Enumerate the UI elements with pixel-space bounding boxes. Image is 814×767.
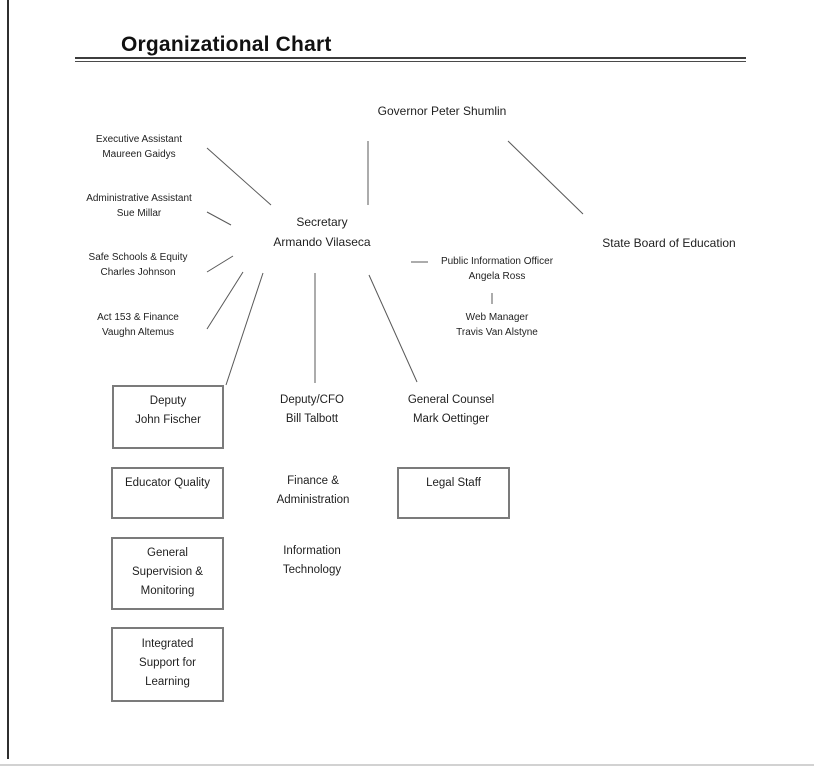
box-integrated-support-line1: Integrated	[141, 638, 194, 650]
node-public-information-officer: Public Information Officer Angela Ross	[441, 254, 553, 284]
node-administrative-assistant-title: Administrative Assistant	[86, 193, 192, 204]
node-governor: Governor Peter Shumlin	[378, 103, 507, 119]
box-general-supervision: General Supervision & Monitoring	[111, 537, 224, 610]
box-deputy: Deputy John Fischer	[112, 385, 224, 449]
box-legal-staff-label: Legal Staff	[426, 477, 481, 489]
node-information-technology: Information Technology	[283, 542, 341, 580]
node-executive-assistant-title: Executive Assistant	[95, 134, 183, 145]
box-educator-quality: Educator Quality	[111, 467, 224, 519]
node-finance-administration-line1: Finance &	[287, 475, 339, 487]
connector-secretary-deputy	[225, 272, 264, 386]
node-secretary: Secretary Armando Vilaseca	[273, 212, 370, 252]
node-finance-administration: Finance & Administration	[277, 472, 350, 510]
node-safe-schools-name: Charles Johnson	[100, 267, 176, 278]
node-general-counsel-name: Mark Oettinger	[412, 413, 490, 425]
node-state-board: State Board of Education	[602, 235, 735, 251]
page-left-border	[7, 0, 9, 759]
box-deputy-name: John Fischer	[135, 414, 201, 426]
node-secretary-title: Secretary	[296, 215, 348, 229]
node-administrative-assistant-name: Sue Millar	[116, 208, 162, 219]
connector-secretary-generalcounsel	[368, 274, 418, 383]
connector-safeschools-secretary	[206, 255, 234, 273]
node-web-manager: Web Manager Travis Van Alstyne	[456, 310, 538, 340]
node-public-information-officer-name: Angela Ross	[468, 271, 526, 282]
box-general-supervision-line3: Monitoring	[140, 585, 195, 597]
node-act-153: Act 153 & Finance Vaughn Altemus	[97, 310, 179, 340]
node-act-153-title: Act 153 & Finance	[97, 312, 179, 323]
node-finance-administration-line2: Administration	[276, 494, 350, 506]
node-information-technology-line1: Information	[283, 545, 341, 557]
box-integrated-support-line3: Learning	[145, 676, 190, 688]
node-deputy-cfo-name: Bill Talbott	[285, 413, 339, 425]
node-executive-assistant-name: Maureen Gaidys	[102, 149, 176, 160]
node-act-153-name: Vaughn Altemus	[101, 327, 175, 338]
node-deputy-cfo-title: Deputy/CFO	[280, 394, 344, 406]
box-educator-quality-label: Educator Quality	[124, 477, 210, 489]
node-executive-assistant: Executive Assistant Maureen Gaidys	[96, 132, 182, 162]
node-general-counsel: General Counsel Mark Oettinger	[408, 391, 494, 429]
box-legal-staff: Legal Staff	[397, 467, 510, 519]
node-web-manager-title: Web Manager	[465, 312, 529, 323]
box-general-supervision-line2: Supervision &	[132, 566, 203, 578]
node-governor-title: Governor Peter Shumlin	[377, 104, 507, 118]
page-title: Organizational Chart	[121, 33, 332, 56]
node-secretary-name: Armando Vilaseca	[273, 235, 371, 249]
page-bottom-edge	[0, 764, 814, 766]
connector-act153-secretary	[206, 271, 244, 330]
box-integrated-support-line2: Support for	[139, 657, 196, 669]
node-public-information-officer-title: Public Information Officer	[440, 256, 554, 267]
title-underline-bottom	[75, 61, 746, 62]
connector-governor-stateboard	[507, 140, 584, 215]
node-deputy-cfo: Deputy/CFO Bill Talbott	[280, 391, 344, 429]
title-underline-top	[75, 57, 746, 59]
box-general-supervision-line1: General	[147, 547, 188, 559]
node-administrative-assistant: Administrative Assistant Sue Millar	[86, 191, 192, 221]
node-general-counsel-title: General Counsel	[407, 394, 495, 406]
connector-adminassistant-secretary	[206, 211, 232, 226]
box-deputy-title: Deputy	[149, 395, 187, 407]
node-web-manager-name: Travis Van Alstyne	[456, 327, 538, 338]
connector-execassistant-secretary	[206, 147, 272, 206]
box-integrated-support: Integrated Support for Learning	[111, 627, 224, 702]
node-information-technology-line2: Technology	[282, 564, 342, 576]
node-safe-schools-title: Safe Schools & Equity	[88, 252, 188, 263]
node-state-board-title: State Board of Education	[602, 236, 736, 250]
node-safe-schools: Safe Schools & Equity Charles Johnson	[89, 250, 188, 280]
